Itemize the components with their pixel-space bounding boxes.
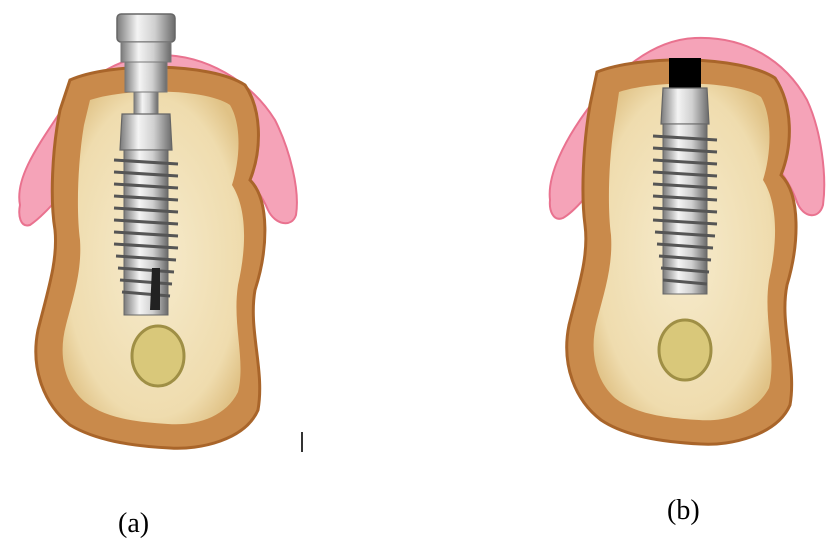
implant-threads (114, 150, 178, 315)
implant-threads (653, 124, 717, 294)
panel-b: (b) (535, 0, 828, 545)
implant-with-abutment-illustration (0, 0, 310, 545)
implant-with-cover-cap-illustration (535, 0, 828, 545)
nerve-canal (659, 320, 711, 380)
panel-b-label: (b) (667, 495, 700, 527)
abutment-head (117, 14, 175, 42)
cover-cap (669, 58, 701, 88)
panel-a-label: (a) (118, 508, 149, 540)
stray-mark (301, 432, 303, 452)
nerve-canal (132, 326, 184, 386)
panel-a: (a) (0, 0, 310, 545)
